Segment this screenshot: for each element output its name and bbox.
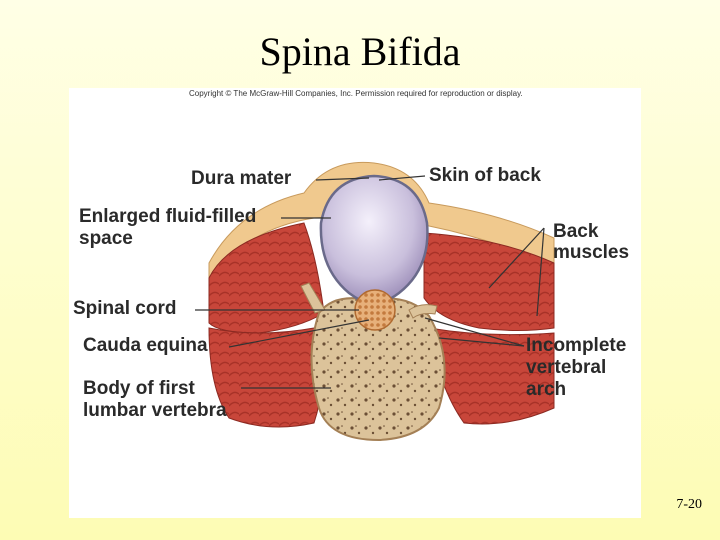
label-enlarged-fluid-1: Enlarged fluid-filled — [79, 206, 257, 227]
spinal-cord — [354, 289, 396, 331]
right-arch — [408, 304, 438, 319]
label-skin-of-back: Skin of back — [429, 165, 541, 186]
label-body-of-first: Body of first — [83, 378, 195, 399]
incomplete-arch-leader-2 — [438, 337, 525, 347]
spina-bifida-illustration — [195, 161, 555, 442]
label-enlarged-fluid-2: space — [79, 228, 133, 249]
label-muscles: muscles — [553, 242, 630, 263]
back-muscles-leader-2 — [536, 227, 545, 317]
label-spinal-cord: Spinal cord — [73, 298, 177, 319]
slide-title: Spina Bifida — [259, 29, 461, 74]
right-back-muscle — [423, 232, 555, 331]
label-back: Back — [553, 221, 599, 242]
dura-mater-leader — [315, 177, 370, 181]
left-lower-muscle — [208, 327, 322, 428]
label-lumbar-vertebra: lumbar vertebra — [83, 400, 227, 421]
cauda-equina-leader — [228, 319, 370, 348]
label-arch: arch — [526, 379, 567, 400]
label-incomplete: Incomplete — [526, 335, 627, 356]
skin-leader — [378, 175, 426, 181]
label-dura-mater: Dura mater — [191, 168, 292, 189]
label-vertebral: vertebral — [526, 357, 607, 378]
slide-number: 7-20 — [676, 497, 702, 512]
label-cauda-equina: Cauda equina — [83, 335, 208, 356]
fluid-filled-sac — [319, 174, 429, 308]
copyright-notice: Copyright © The McGraw-Hill Companies, I… — [189, 89, 523, 98]
incomplete-arch-leader-1 — [424, 317, 525, 347]
figure-panel: Copyright © The McGraw-Hill Companies, I… — [69, 88, 641, 518]
back-muscles-leader-1 — [488, 227, 545, 289]
left-arch — [300, 282, 326, 314]
leader-lines — [195, 175, 545, 389]
